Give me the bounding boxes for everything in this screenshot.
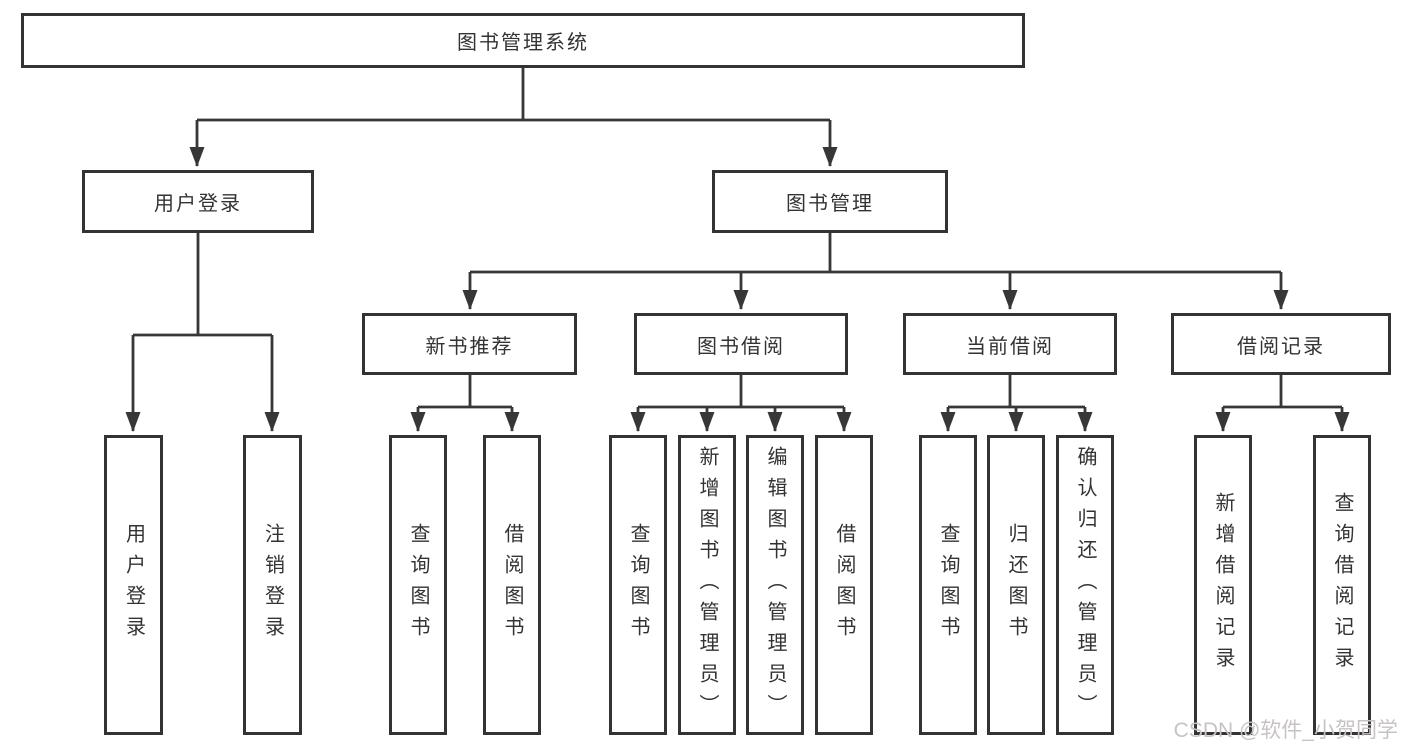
leaf-user-login: 用户登录: [104, 435, 163, 735]
leaf-edit-books-admin: 编辑图书（管理员）: [746, 435, 804, 735]
branch-lines: [133, 68, 1342, 409]
node-book-borrow: 图书借阅: [634, 313, 848, 375]
csdn-watermark: CSDN @软件_小贺同学: [1173, 719, 1398, 742]
leaf-label: 注销登录: [261, 523, 284, 647]
node-system-root: 图书管理系统: [21, 13, 1025, 68]
node-label: 新书推荐: [425, 335, 514, 358]
leaf-return-books: 归还图书: [987, 435, 1045, 735]
leaf-label: 查询图书: [407, 523, 429, 647]
leaf-label: 确认归还（管理员）: [1074, 445, 1096, 725]
node-label: 图书借阅: [697, 335, 785, 358]
leaf-label: 查询借阅记录: [1331, 492, 1353, 678]
node-book-management: 图书管理: [712, 170, 948, 233]
leaf-label: 用户登录: [122, 523, 145, 647]
leaf-label: 借阅图书: [833, 523, 855, 647]
leaf-label: 查询图书: [627, 523, 649, 647]
node-borrow-records: 借阅记录: [1171, 313, 1391, 375]
leaf-borrow-books-recommend: 借阅图书: [483, 435, 541, 735]
leaf-logout: 注销登录: [243, 435, 302, 735]
leaf-query-books-current: 查询图书: [919, 435, 977, 735]
node-current-borrow: 当前借阅: [903, 313, 1117, 375]
node-user-login: 用户登录: [82, 170, 314, 233]
leaf-label: 归还图书: [1005, 523, 1027, 647]
leaf-confirm-return-admin: 确认归还（管理员）: [1056, 435, 1114, 735]
arrow-connectors: [125, 120, 1350, 432]
leaf-label: 新增图书（管理员）: [696, 445, 718, 725]
leaf-label: 借阅图书: [501, 523, 523, 647]
node-label: 用户登录: [154, 193, 242, 215]
leaf-label: 编辑图书（管理员）: [764, 445, 786, 725]
leaf-borrow-books: 借阅图书: [815, 435, 873, 735]
leaf-label: 新增借阅记录: [1212, 492, 1234, 678]
leaf-add-borrow-record: 新增借阅记录: [1194, 435, 1252, 735]
node-new-book-recommend: 新书推荐: [362, 313, 577, 375]
leaf-query-borrow-record: 查询借阅记录: [1313, 435, 1371, 735]
node-label: 图书管理: [786, 193, 874, 215]
node-label: 图书管理系统: [457, 32, 589, 54]
leaf-query-books-recommend: 查询图书: [389, 435, 447, 735]
leaf-label: 查询图书: [937, 523, 959, 647]
leaf-add-books-admin: 新增图书（管理员）: [678, 435, 736, 735]
node-label: 借阅记录: [1237, 335, 1325, 358]
leaf-query-books-borrow: 查询图书: [609, 435, 667, 735]
node-label: 当前借阅: [966, 335, 1054, 358]
